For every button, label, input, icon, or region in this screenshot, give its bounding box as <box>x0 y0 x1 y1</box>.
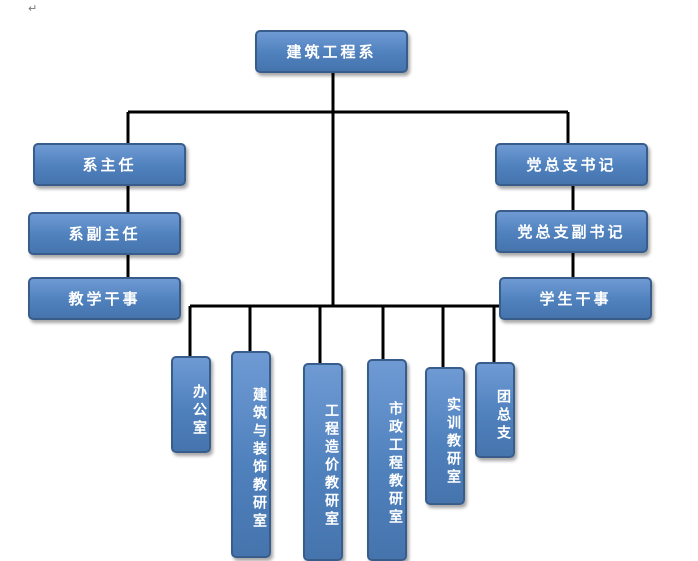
left-node-2: 系副主任 <box>28 212 181 255</box>
dept-node-6: 团总支 <box>475 362 515 458</box>
root-node: 建筑工程系 <box>255 30 408 73</box>
right-node-2: 党总支副书记 <box>495 210 648 253</box>
right-node-3: 学生干事 <box>499 277 652 320</box>
dept-node-2: 建筑与装饰教研室 <box>231 351 271 558</box>
dept-node-5: 实训教研室 <box>425 367 465 505</box>
left-node-1: 系主任 <box>33 143 186 186</box>
paragraph-mark: ↵ <box>28 2 38 15</box>
dept-node-1: 办公室 <box>171 356 211 453</box>
dept-node-3: 工程造价教研室 <box>303 363 343 561</box>
right-node-1: 党总支书记 <box>495 143 648 186</box>
left-node-3: 教学干事 <box>28 277 181 320</box>
dept-node-4: 市政工程教研室 <box>367 359 407 561</box>
